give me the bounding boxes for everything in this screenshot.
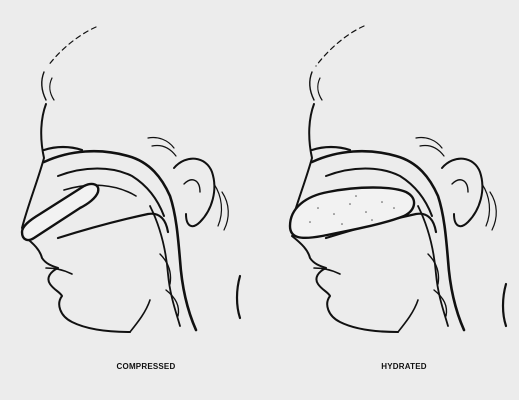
caption-hydrated: HYDRATED [334, 362, 474, 371]
head-profile-right [290, 26, 506, 332]
hydrated-sponge [290, 188, 414, 238]
caption-compressed: COMPRESSED [76, 362, 216, 371]
head-profile-left [22, 27, 240, 332]
